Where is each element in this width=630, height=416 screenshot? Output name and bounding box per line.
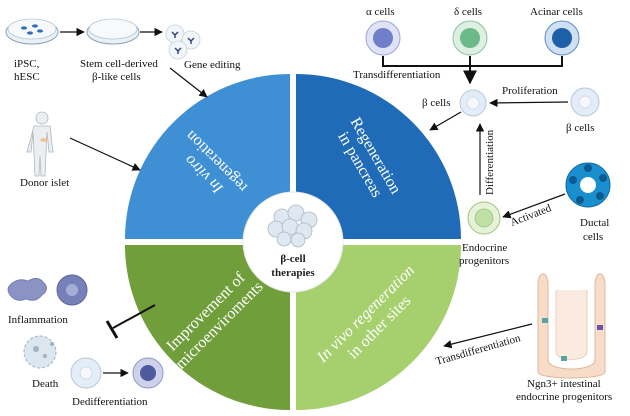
label-delta-cells: δ cells <box>454 6 482 18</box>
label-acinar-cells: Acinar cells <box>530 6 583 18</box>
label-endocrine-1: Endocrine <box>462 242 507 254</box>
arrow-proliferation <box>489 98 569 108</box>
label-ipsc: iPSC, <box>14 58 40 70</box>
label-dedifferentiation: Dedifferentiation <box>72 396 148 408</box>
intestine-villus-icon <box>537 273 606 379</box>
human-body-icon <box>26 111 54 177</box>
alpha-cell-nucleus <box>373 28 393 48</box>
label-differentiation: Differentiation <box>484 129 496 195</box>
acinar-cell-nucleus <box>552 28 572 48</box>
beta-cell-bottom-nucleus <box>79 366 93 380</box>
label-differentiation-group: Differentiation <box>484 129 496 195</box>
beta-cell-left-nucleus <box>466 96 480 110</box>
inhibit-line <box>112 304 156 329</box>
label-gene-editing: Gene editing <box>184 59 241 71</box>
ductal-cells-icon <box>565 162 611 208</box>
label-ductal-1: Ductal <box>580 217 609 229</box>
label-alpha-cells: α cells <box>366 6 395 18</box>
arrow-donor-to-in-vitro <box>69 137 141 171</box>
stem-cell-dish-icon <box>86 18 140 45</box>
label-death: Death <box>32 378 59 390</box>
inhibit-bar <box>105 320 119 339</box>
arrow-activated <box>502 193 566 219</box>
quadrant-regeneration-pancreas <box>296 74 461 239</box>
label-donor-islet: Donor islet <box>20 177 69 189</box>
label-stem-cell-1: Stem cell-derived <box>80 58 158 70</box>
inflammation-cells-icon <box>7 274 88 306</box>
label-ductal-2: cells <box>583 231 603 243</box>
gene-editing-icon <box>165 24 201 60</box>
label-beta-cells-right: β cells <box>566 122 595 134</box>
label-endocrine-2: progenitors <box>459 255 509 267</box>
endocrine-nucleus <box>474 208 494 228</box>
center-title-line2: therapies <box>271 267 315 279</box>
label-ngn3-1: Ngn3+ intestinal <box>527 378 601 390</box>
arrow-beta-to-pancreas <box>429 111 462 131</box>
arrow-to-in-vitro <box>169 67 208 98</box>
label-ngn3-2: endocrine progenitors <box>516 391 612 403</box>
label-beta-cells-left: β cells <box>422 97 451 109</box>
converge-lines <box>382 56 563 67</box>
label-hesc: hESC <box>14 71 40 83</box>
dedifferentiated-cell-nucleus <box>140 365 156 381</box>
center-title-line1: β-cell <box>280 253 305 265</box>
quadrant-in-vitro <box>125 74 290 239</box>
beta-cell-right-nucleus <box>578 95 592 109</box>
quadrant-microenvironments <box>125 245 290 410</box>
delta-cell-nucleus <box>460 28 480 48</box>
death-cell-icon <box>23 335 57 369</box>
islet-cluster-icon <box>267 204 318 248</box>
label-transdifferentiation-top: Transdifferentiation <box>353 69 441 81</box>
label-stem-cell-2: β-like cells <box>92 71 141 83</box>
label-proliferation: Proliferation <box>502 85 558 97</box>
quadrant-other-sites <box>296 245 461 410</box>
petri-dish-icon <box>5 18 59 45</box>
label-inflammation: Inflammation <box>8 314 68 326</box>
arrow-intestine-to-other-sites <box>443 323 533 349</box>
